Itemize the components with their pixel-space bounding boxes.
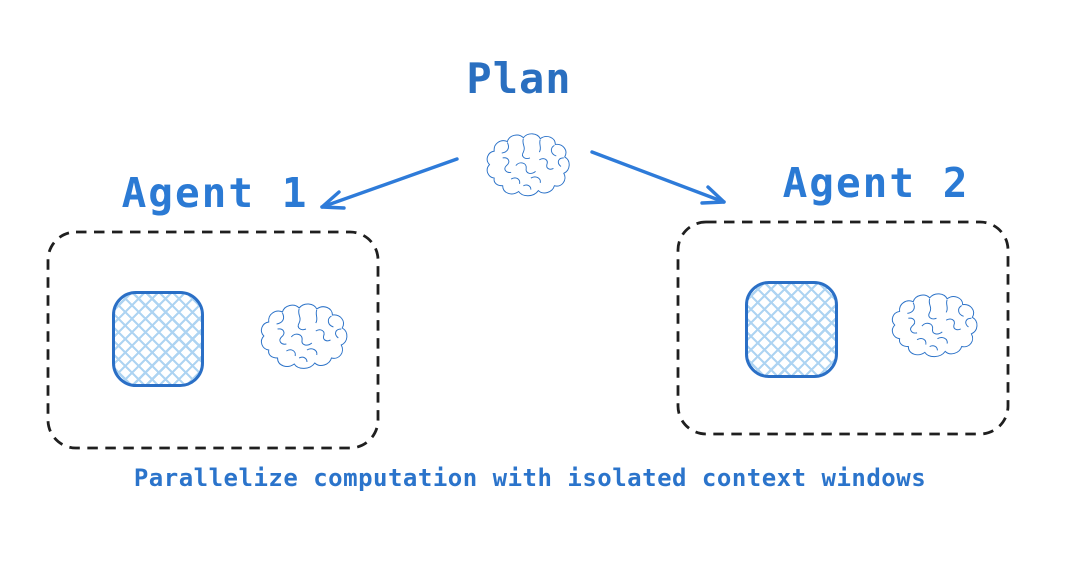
brain-icon xyxy=(486,133,570,197)
brain-icon xyxy=(260,303,348,369)
arrow-to-agent-1 xyxy=(320,157,459,210)
context-window-hatch-icon xyxy=(112,291,204,387)
caption: Parallelize computation with isolated co… xyxy=(133,464,927,492)
brain-icon xyxy=(891,293,978,358)
agent-1-label: Agent 1 xyxy=(121,169,309,217)
arrow-to-agent-2 xyxy=(590,150,726,205)
context-window-hatch-icon xyxy=(745,281,838,378)
plan-title: Plan xyxy=(466,54,572,103)
agent-2-label: Agent 2 xyxy=(782,159,970,207)
